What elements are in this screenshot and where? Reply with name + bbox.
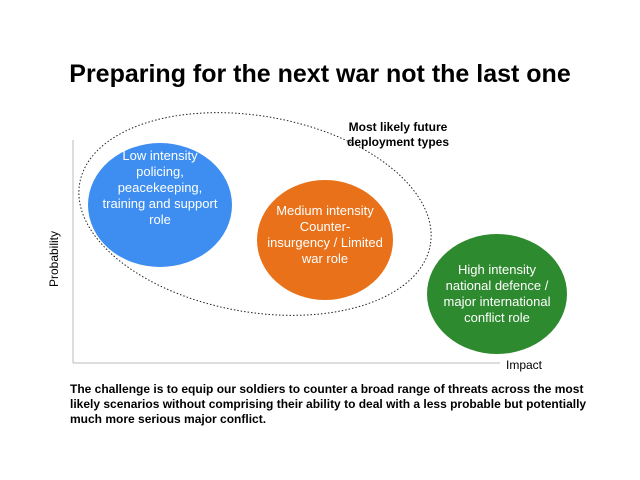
low-intensity-label: Low intensity policing, peacekeeping, tr… <box>102 148 218 227</box>
footer-text: The challenge is to equip our soldiers t… <box>70 382 587 426</box>
medium-intensity-bubble <box>257 180 393 300</box>
y-axis-label: Probability <box>47 230 61 288</box>
likely-deployment-ellipse <box>78 112 432 316</box>
high-intensity-label: High intensity national defence / major … <box>443 262 551 325</box>
low-intensity-bubble <box>88 143 232 267</box>
likely-deployment-label: Most likely future deployment types <box>346 120 450 149</box>
slide-title: Preparing for the next war not the last … <box>69 60 571 88</box>
high-intensity-bubble <box>427 234 567 354</box>
x-axis-label: Impact <box>506 358 543 372</box>
medium-intensity-label: Medium intensity Counter- insurgency / L… <box>267 203 383 266</box>
